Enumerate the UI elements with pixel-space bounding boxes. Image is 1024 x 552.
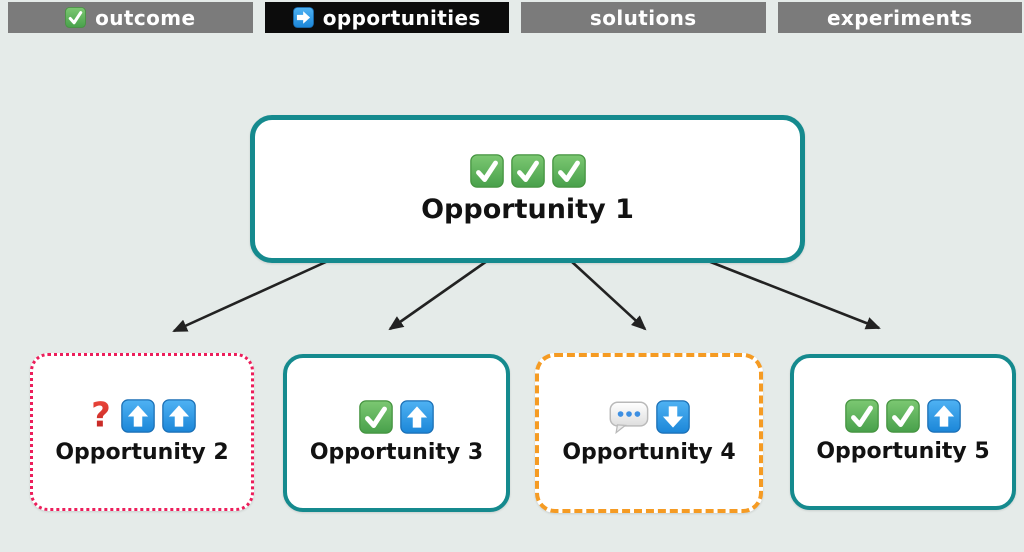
check-icon <box>886 399 920 434</box>
status-icons <box>609 400 690 435</box>
status-icons <box>359 400 434 435</box>
connector-arrow <box>707 259 881 330</box>
tab-label: opportunities <box>322 5 481 30</box>
tab-opportunities[interactable]: opportunities <box>264 2 509 33</box>
svg-text:?: ? <box>91 398 111 434</box>
tab-label: experiments <box>826 5 973 30</box>
connector-arrow <box>570 260 647 331</box>
view-tabs: outcome opportunities solutions experime… <box>8 2 1022 33</box>
check-icon <box>510 153 545 188</box>
node-title: Opportunity 4 <box>562 440 736 466</box>
arrow-up-icon <box>121 399 155 434</box>
connector-arrow <box>388 259 488 331</box>
arrow-right-icon <box>292 7 314 28</box>
check-icon <box>469 153 504 188</box>
status-icons <box>845 399 961 434</box>
tab-solutions[interactable]: solutions <box>521 2 766 33</box>
check-icon <box>845 399 879 434</box>
arrow-up-icon <box>927 399 961 434</box>
arrow-up-icon <box>400 400 434 435</box>
node-title: Opportunity 3 <box>309 440 484 466</box>
node-opportunity-5[interactable]: Opportunity 5 <box>790 354 1016 510</box>
node-opportunity-4[interactable]: Opportunity 4 <box>535 353 763 513</box>
check-icon <box>65 7 86 28</box>
tab-experiments[interactable]: experiments <box>777 2 1022 33</box>
node-title: Opportunity 5 <box>816 439 990 465</box>
node-title: Opportunity 1 <box>421 193 634 225</box>
check-icon <box>551 153 586 188</box>
speech-icon <box>609 400 649 435</box>
tab-outcome[interactable]: outcome <box>8 2 253 33</box>
question-icon: ? <box>88 398 114 434</box>
arrow-up-icon <box>162 399 196 434</box>
tab-label: solutions <box>589 5 697 30</box>
arrow-down-icon <box>655 400 690 435</box>
check-icon <box>359 400 393 435</box>
connector-arrow <box>172 259 329 333</box>
node-opportunity-1[interactable]: Opportunity 1 <box>250 115 805 263</box>
status-icons: ? <box>88 398 196 434</box>
node-opportunity-2[interactable]: ? Opportunity 2 <box>30 353 254 511</box>
node-opportunity-3[interactable]: Opportunity 3 <box>283 354 510 512</box>
tab-label: outcome <box>95 5 196 30</box>
node-title: Opportunity 2 <box>55 440 229 466</box>
status-icons <box>469 153 586 188</box>
